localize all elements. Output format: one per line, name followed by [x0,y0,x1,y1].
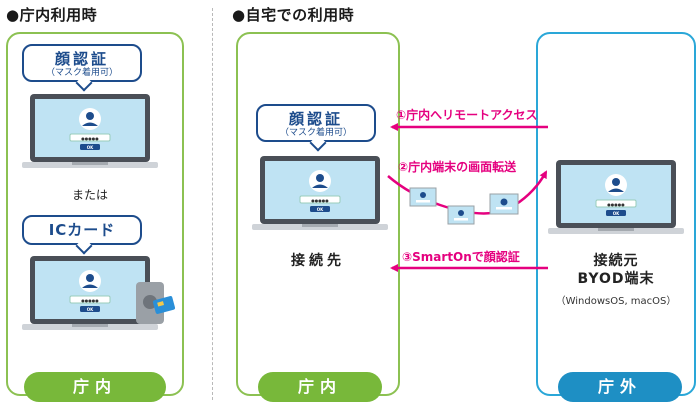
mask-ok-label: （マスク着用可） [279,128,352,138]
password-field: ●●●●● [81,298,99,303]
middle-panel-tag: 庁内 [258,372,382,402]
ok-button: OK [612,211,620,216]
screen-thumbnail-icon [447,205,475,225]
face-auth-label: 顔認証 [288,110,343,128]
password-field: ●●●●● [607,202,625,207]
source-label-line2: BYOD端末 [577,271,655,287]
right-section-title: ●自宅での利用時 [232,6,355,24]
ok-button: OK [86,145,94,150]
screen-transfer-label: ②庁内端末の画面転送 [398,160,517,174]
smarton-face-label: ③SmartOnで顔認証 [402,250,520,264]
office-laptop-icon [22,94,158,168]
ok-button: OK [86,307,94,312]
ic-card-label: ICカード [48,221,116,239]
face-auth-bubble-left: 顔認証 （マスク着用可） [22,44,142,92]
face-auth-label: 顔認証 [54,50,109,68]
right-panel-tag: 庁外 [558,372,682,402]
destination-label: 接続先 [291,253,345,269]
source-label-line1: 接続元 [593,253,639,269]
section-divider [212,8,213,400]
remote-access-label: ①庁内へリモートアクセス [396,108,538,122]
byod-laptop-icon [548,160,684,234]
left-section-title: ●庁内利用時 [6,6,98,24]
ok-button: OK [316,207,324,212]
mask-ok-label: （マスク着用可） [45,68,118,78]
password-field: ●●●●● [81,136,99,141]
left-panel-tag: 庁内 [24,372,166,402]
ic-card-bubble: ICカード [22,215,142,255]
screen-thumbnail-icon [409,187,437,207]
source-os-label: （WindowsOS, macOS） [555,296,677,307]
screen-thumbnail-icon [489,193,519,215]
password-field: ●●●●● [311,198,329,203]
office-laptop-ic-icon [22,256,176,330]
or-text: または [71,188,108,202]
face-auth-bubble-middle: 顔認証 （マスク着用可） [256,104,376,152]
destination-laptop-icon [252,156,388,230]
